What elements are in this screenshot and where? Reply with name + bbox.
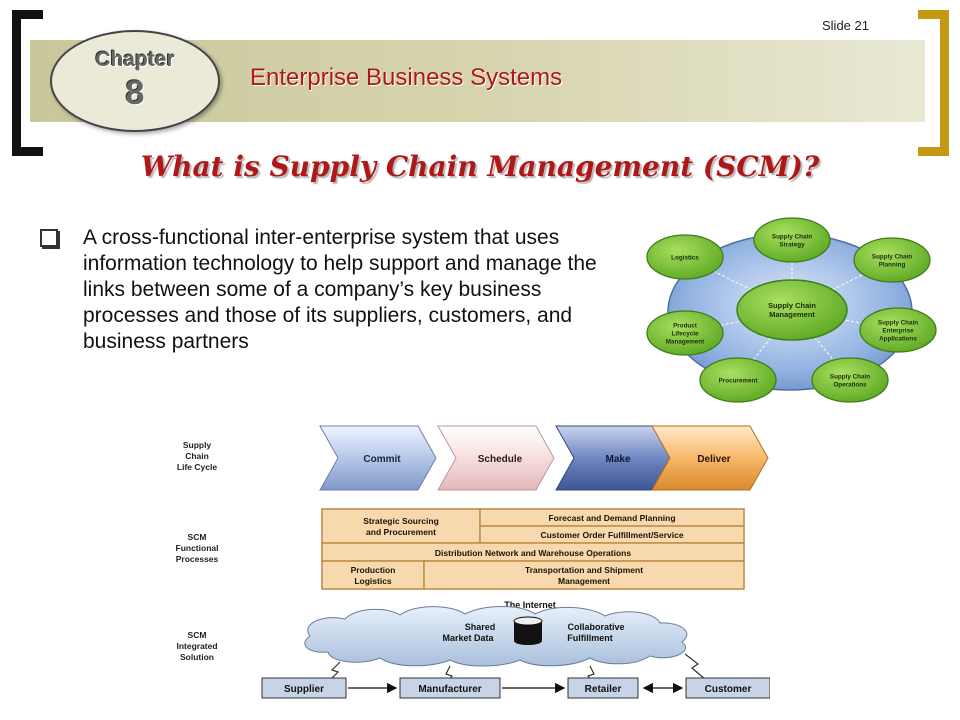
- wheel-node-label: Supply Chain: [878, 320, 918, 327]
- slide-number: Slide 21: [822, 18, 869, 33]
- process-forecast: Forecast and Demand Planning: [548, 513, 675, 523]
- wheel-node: Logistics: [646, 234, 724, 280]
- chevron-make: Make: [555, 425, 673, 491]
- lifecycle-chevrons: Commit Schedule Make Deliver: [319, 425, 769, 491]
- wheel-spoke: [791, 259, 893, 311]
- svg-text:Integrated: Integrated: [176, 641, 217, 651]
- row-label-integrated: SCM Integrated Solution: [176, 630, 217, 662]
- chapter-label: Chapter: [95, 48, 175, 71]
- wheel-center-line-1: Supply Chain: [768, 301, 816, 310]
- chapter-badge: Chapter 8: [50, 30, 220, 132]
- chain-customer: Customer: [685, 677, 770, 699]
- svg-text:SCM: SCM: [188, 532, 207, 542]
- wheel-node-label: Planning: [879, 262, 906, 269]
- svg-text:Manufacturer: Manufacturer: [418, 684, 481, 695]
- right-bracket-decoration: [918, 10, 949, 156]
- database-icon: [513, 616, 543, 645]
- shared-data-line-2: Market Data: [442, 633, 494, 643]
- svg-text:Supplier: Supplier: [284, 684, 324, 695]
- process-transportation-2: Management: [558, 576, 610, 586]
- shared-data-line-1: Shared: [465, 622, 496, 632]
- internet-label: The Internet: [504, 600, 556, 610]
- process-strategic-2: and Procurement: [366, 527, 436, 537]
- wheel-center: Supply Chain Management: [736, 279, 848, 341]
- process-production-2: Logistics: [354, 576, 392, 586]
- row-label-lifecycle: Supply Chain Life Cycle: [177, 440, 217, 472]
- chain-retailer: Retailer: [567, 677, 639, 699]
- wheel-node-label: Supply Chain: [772, 234, 812, 241]
- wheel-node-label: Operations: [833, 382, 867, 389]
- scm-framework-diagram: Supply Chain Life Cycle SCM Functional P…: [176, 425, 770, 699]
- row-label-functional: SCM Functional Processes: [176, 532, 219, 564]
- svg-text:Life Cycle: Life Cycle: [177, 462, 217, 472]
- bullet-text: A cross-functional inter-enterprise syst…: [83, 226, 597, 353]
- wheel-center-line-2: Management: [769, 310, 815, 319]
- wheel-node-label: Management: [666, 339, 705, 346]
- process-distribution: Distribution Network and Warehouse Opera…: [435, 548, 631, 558]
- svg-text:Commit: Commit: [363, 454, 401, 465]
- svg-text:Deliver: Deliver: [697, 454, 730, 465]
- chain-manufacturer: Manufacturer: [399, 677, 501, 699]
- checkbox-bullet-icon: [40, 229, 58, 247]
- wheel-node-label: Logistics: [671, 255, 699, 262]
- svg-text:Retailer: Retailer: [585, 684, 622, 695]
- process-transportation-1: Transportation and Shipment: [525, 565, 643, 575]
- wheel-node: Procurement: [699, 357, 777, 403]
- wheel-node-label: Product: [673, 323, 698, 330]
- wheel-node-label: Procurement: [719, 378, 759, 385]
- functional-processes-table: [321, 508, 745, 590]
- process-production-1: Production: [351, 565, 396, 575]
- svg-text:Supply: Supply: [183, 440, 212, 450]
- course-title: Enterprise Business Systems: [250, 64, 563, 91]
- svg-text:Chain: Chain: [185, 451, 209, 461]
- collaborative-line-2: Fulfillment: [567, 633, 613, 643]
- wheel-node-label: Applications: [879, 336, 917, 343]
- chapter-number: 8: [125, 74, 145, 112]
- svg-text:SCM: SCM: [188, 630, 207, 640]
- svg-text:Processes: Processes: [176, 554, 219, 564]
- svg-text:Solution: Solution: [180, 652, 214, 662]
- wheel-node-label: Supply Chain: [830, 374, 870, 381]
- collaborative-line-1: Collaborative: [567, 622, 624, 632]
- chevron-deliver: Deliver: [651, 425, 769, 491]
- svg-text:Schedule: Schedule: [478, 454, 523, 465]
- chevron-schedule: Schedule: [437, 425, 555, 491]
- left-bracket-decoration: [12, 10, 43, 156]
- svg-text:Functional: Functional: [176, 543, 219, 553]
- wheel-node-label: Enterprise: [882, 328, 914, 335]
- process-strategic-1: Strategic Sourcing: [363, 516, 439, 526]
- wheel-node-label: Strategy: [779, 242, 805, 249]
- slide-title: What is Supply Chain Management (SCM)?: [140, 150, 820, 183]
- chevron-commit: Commit: [319, 425, 437, 491]
- internet-cloud: [304, 606, 688, 667]
- chain-supplier: Supplier: [261, 677, 347, 699]
- wheel-node-label: Supply Chain: [872, 254, 912, 261]
- svg-text:Customer: Customer: [705, 684, 752, 695]
- svg-text:Make: Make: [605, 454, 630, 465]
- wheel-node-label: Lifecycle: [672, 331, 699, 338]
- process-customer-order: Customer Order Fulfillment/Service: [540, 530, 683, 540]
- supply-chain-row: Supplier Manufacturer Retailer Customer: [261, 677, 770, 699]
